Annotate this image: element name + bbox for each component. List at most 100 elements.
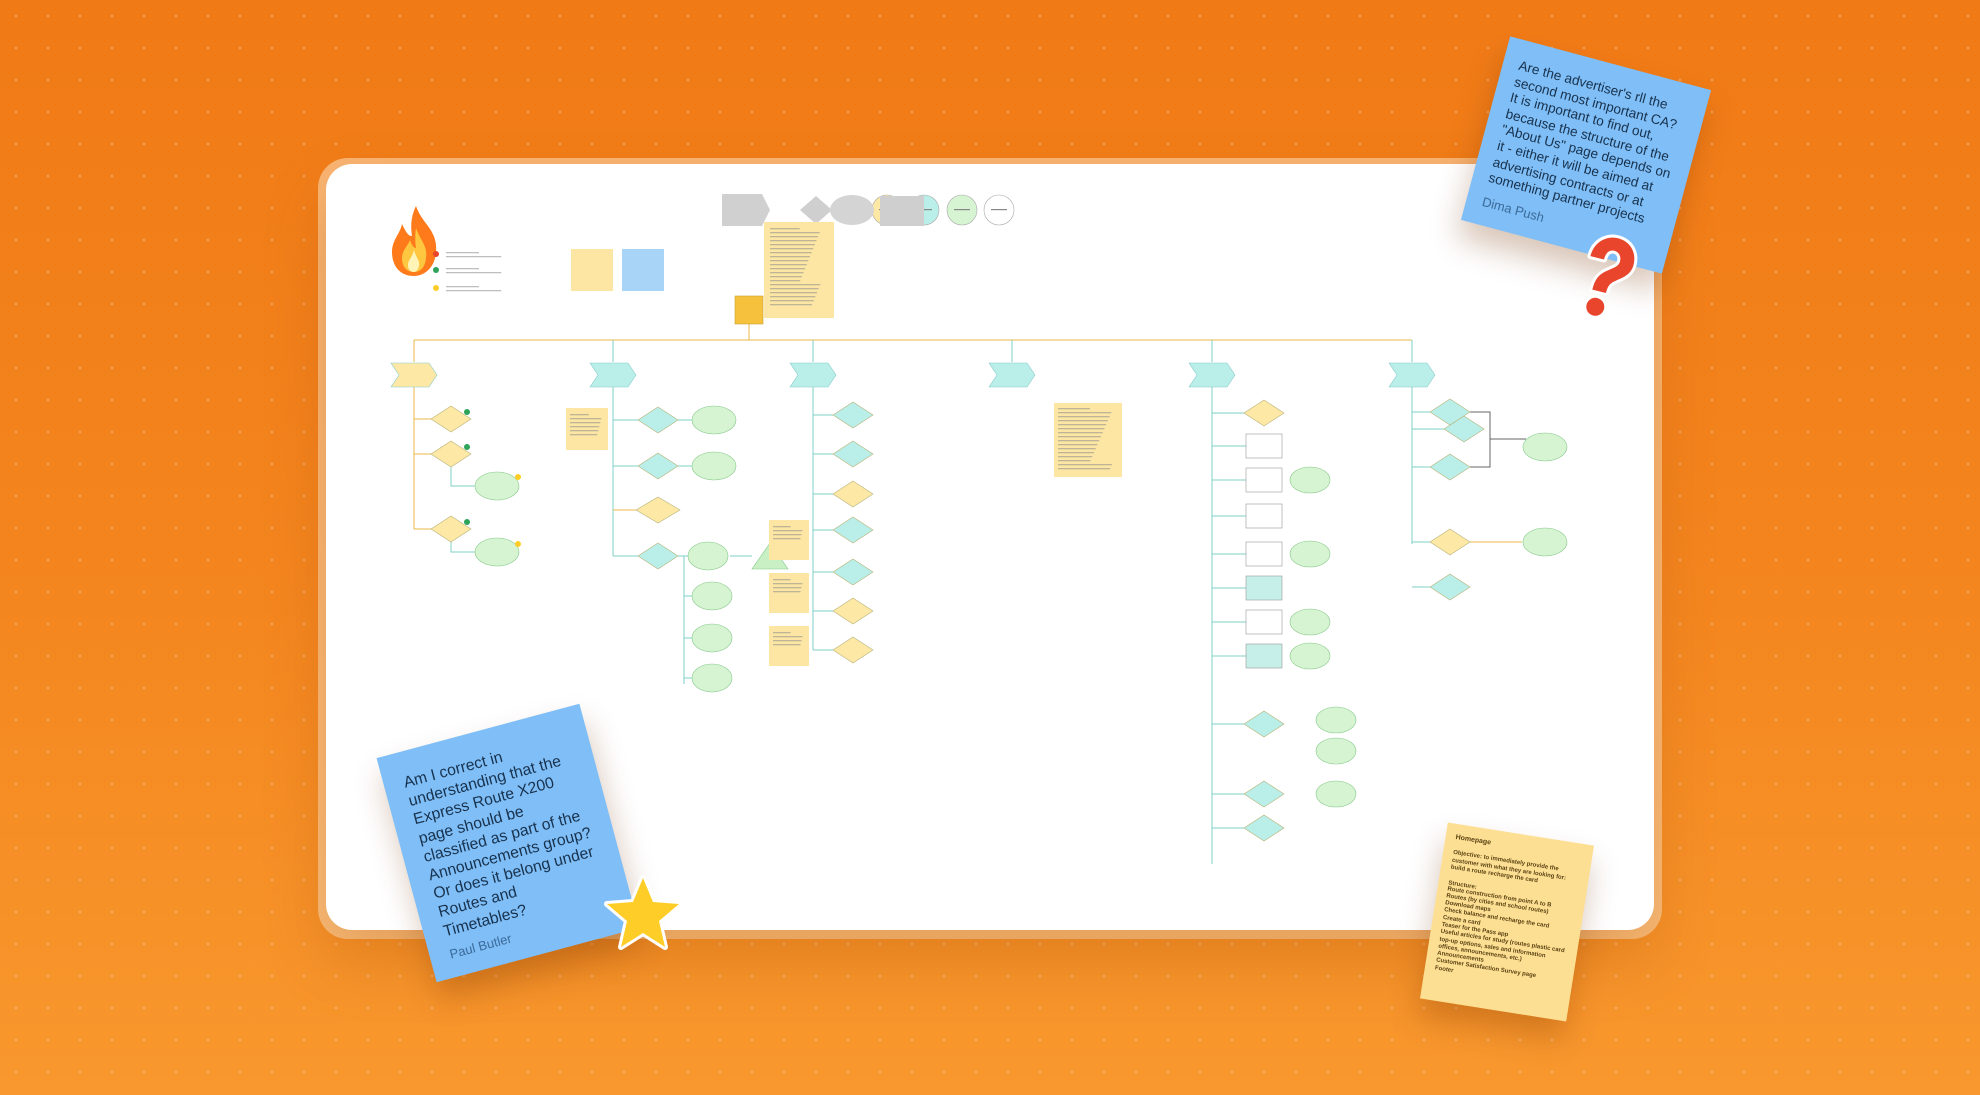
text-placeholder: [446, 252, 479, 254]
diamond-node: [635, 496, 681, 524]
text-placeholder: [770, 288, 819, 290]
text-placeholder: [1058, 428, 1105, 430]
text-placeholder: [570, 422, 601, 424]
text-placeholder: [770, 284, 821, 286]
ellipse-node: [1289, 608, 1331, 636]
text-placeholder: [773, 530, 803, 532]
text-placeholder: [773, 538, 801, 540]
text-placeholder: [1058, 440, 1100, 442]
ellipse-node: [1289, 642, 1331, 670]
legend-note-blue: [622, 249, 664, 291]
text-placeholder: [770, 276, 802, 278]
rect-node: [1245, 433, 1283, 459]
text-placeholder: [770, 272, 804, 274]
legend-rect: [880, 196, 924, 226]
text-placeholder: [770, 252, 812, 254]
text-placeholder: [1058, 420, 1108, 422]
diamond-node: [430, 515, 472, 543]
diamond-node: [832, 440, 874, 468]
text-placeholder: [1058, 432, 1103, 434]
text-placeholder: [1058, 464, 1112, 466]
star-icon: [433, 285, 439, 291]
text-placeholder: [770, 260, 809, 262]
diamond-node: [832, 636, 874, 664]
objective-note: [764, 222, 834, 318]
diamond-node: [1429, 573, 1471, 601]
text-placeholder: [773, 583, 803, 585]
text-placeholder: [770, 268, 806, 270]
ellipse-node: [1315, 780, 1357, 808]
text-placeholder: [773, 591, 801, 593]
section-node: [1388, 362, 1436, 388]
section-node: [789, 362, 837, 388]
section-node: [589, 362, 637, 388]
diamond-node: [832, 558, 874, 586]
legend-note-yellow: [571, 249, 613, 291]
sticky-note-homepage[interactable]: Homepage Objective: to immediately provi…: [1419, 822, 1595, 1022]
star-icon: [515, 474, 521, 480]
text-placeholder: [446, 286, 479, 288]
ellipse-node: [1289, 466, 1331, 494]
text-placeholder: [1058, 408, 1090, 410]
text-placeholder: [570, 426, 600, 428]
text-placeholder: [1058, 460, 1091, 462]
diamond-node: [637, 406, 679, 434]
text-placeholder: [770, 228, 800, 230]
text-placeholder: [773, 644, 801, 646]
text-placeholder: [1058, 452, 1094, 454]
text-placeholder: [446, 256, 502, 258]
text-placeholder: [570, 418, 602, 420]
thumbs-up-icon: [464, 444, 470, 450]
ellipse-node: [687, 541, 729, 571]
text-placeholder: [1058, 444, 1098, 446]
text-placeholder: [570, 414, 589, 416]
text-placeholder: [773, 526, 791, 528]
text-placeholder: [570, 430, 599, 432]
text-placeholder: [1058, 468, 1111, 470]
text-placeholder: [770, 256, 810, 258]
diamond-node: [832, 597, 874, 625]
text-placeholder: [1058, 424, 1107, 426]
text-placeholder: [954, 209, 970, 211]
ellipse-node: [1315, 737, 1357, 765]
thumbs-up-icon: [464, 409, 470, 415]
section-node: [1188, 362, 1236, 388]
text-placeholder: [773, 534, 802, 536]
ellipse-node: [691, 623, 733, 653]
rect-node: [1245, 575, 1283, 601]
text-placeholder: [770, 280, 801, 282]
text-placeholder: [1058, 448, 1096, 450]
sitemap-diagram[interactable]: [326, 164, 1654, 930]
diamond-node: [430, 440, 472, 468]
text-placeholder: [1058, 412, 1112, 414]
diamond-node: [430, 405, 472, 433]
star-icon: [515, 541, 521, 547]
text-placeholder: [770, 240, 817, 242]
legend-arrow: [722, 194, 770, 226]
question-icon: [433, 251, 439, 257]
diamond-node: [637, 452, 679, 480]
legend-ellipse: [830, 195, 874, 225]
connector-line: [1470, 411, 1491, 468]
text-placeholder: [770, 248, 814, 250]
text-placeholder: [446, 268, 479, 270]
text-placeholder: [770, 236, 819, 238]
text-placeholder: [1058, 416, 1110, 418]
diamond-node: [1243, 780, 1285, 808]
text-placeholder: [770, 232, 820, 234]
rect-node: [1245, 503, 1283, 529]
diamond-node: [1243, 399, 1285, 427]
rect-node: [1245, 609, 1283, 635]
text-placeholder: [770, 300, 814, 302]
diamond-node: [1243, 814, 1285, 842]
diamond-node: [1243, 710, 1285, 738]
text-placeholder: [770, 296, 816, 298]
text-placeholder: [773, 636, 803, 638]
question-mark-sticker-icon: [1583, 234, 1638, 319]
text-placeholder: [773, 587, 802, 589]
star-sticker-icon: [604, 875, 682, 950]
ellipse-node: [691, 405, 737, 435]
text-placeholder: [991, 209, 1007, 211]
text-placeholder: [446, 272, 502, 274]
